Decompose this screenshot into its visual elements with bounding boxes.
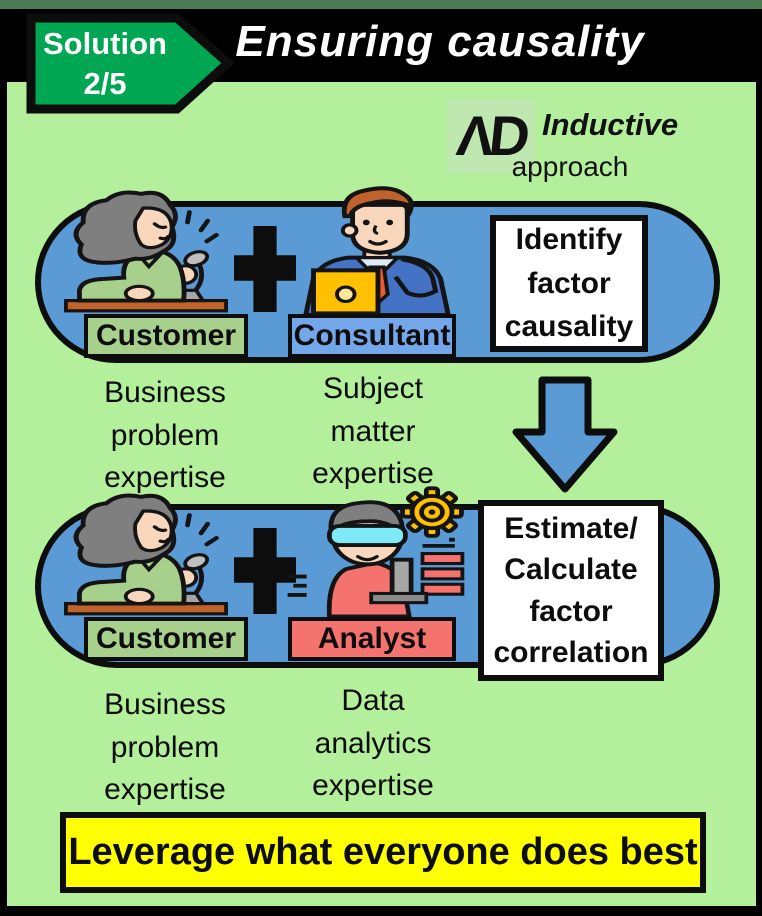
plus-icon bbox=[234, 224, 296, 314]
stage2-right-expertise: Data analytics expertise bbox=[312, 684, 434, 803]
stage1-left-expertise: Business problem expertise bbox=[104, 376, 226, 495]
customer-person-icon bbox=[64, 186, 228, 314]
solution-badge-line1: Solution bbox=[43, 25, 167, 61]
solution-arrow-badge-icon bbox=[26, 13, 234, 114]
stage2-left-expertise: Business problem expertise bbox=[104, 688, 226, 807]
stage1-outcome-box: Identify factor causality bbox=[490, 215, 648, 352]
logo-subtitle: approach bbox=[511, 151, 629, 182]
logo-name: Inductive bbox=[542, 107, 679, 142]
customer-person-icon bbox=[64, 489, 228, 617]
company-logo: ΛD bbox=[447, 99, 535, 173]
arrow-down-icon bbox=[512, 376, 618, 494]
consultant-person-icon bbox=[294, 181, 460, 315]
analyst-label: Analyst bbox=[288, 617, 456, 661]
consultant-label: Consultant bbox=[288, 314, 456, 358]
plus-icon bbox=[234, 526, 296, 616]
takeaway-banner: Leverage what everyone does best bbox=[60, 812, 706, 893]
solution-badge: Solution 2/5 bbox=[26, 13, 234, 114]
top-border-strip bbox=[0, 0, 762, 9]
gear-icon bbox=[400, 486, 464, 538]
solution-badge-text: Solution 2/5 bbox=[26, 13, 184, 114]
stage2-outcome-box: Estimate/ Calculate factor correlation bbox=[478, 500, 664, 681]
stage1-right-expertise: Subject matter expertise bbox=[312, 372, 434, 491]
solution-badge-line2: 2/5 bbox=[83, 65, 127, 101]
slide-title: Ensuring causality bbox=[235, 17, 645, 66]
analyst-person-icon bbox=[280, 486, 470, 618]
customer-label: Customer bbox=[84, 314, 248, 358]
customer-label: Customer bbox=[84, 617, 248, 661]
